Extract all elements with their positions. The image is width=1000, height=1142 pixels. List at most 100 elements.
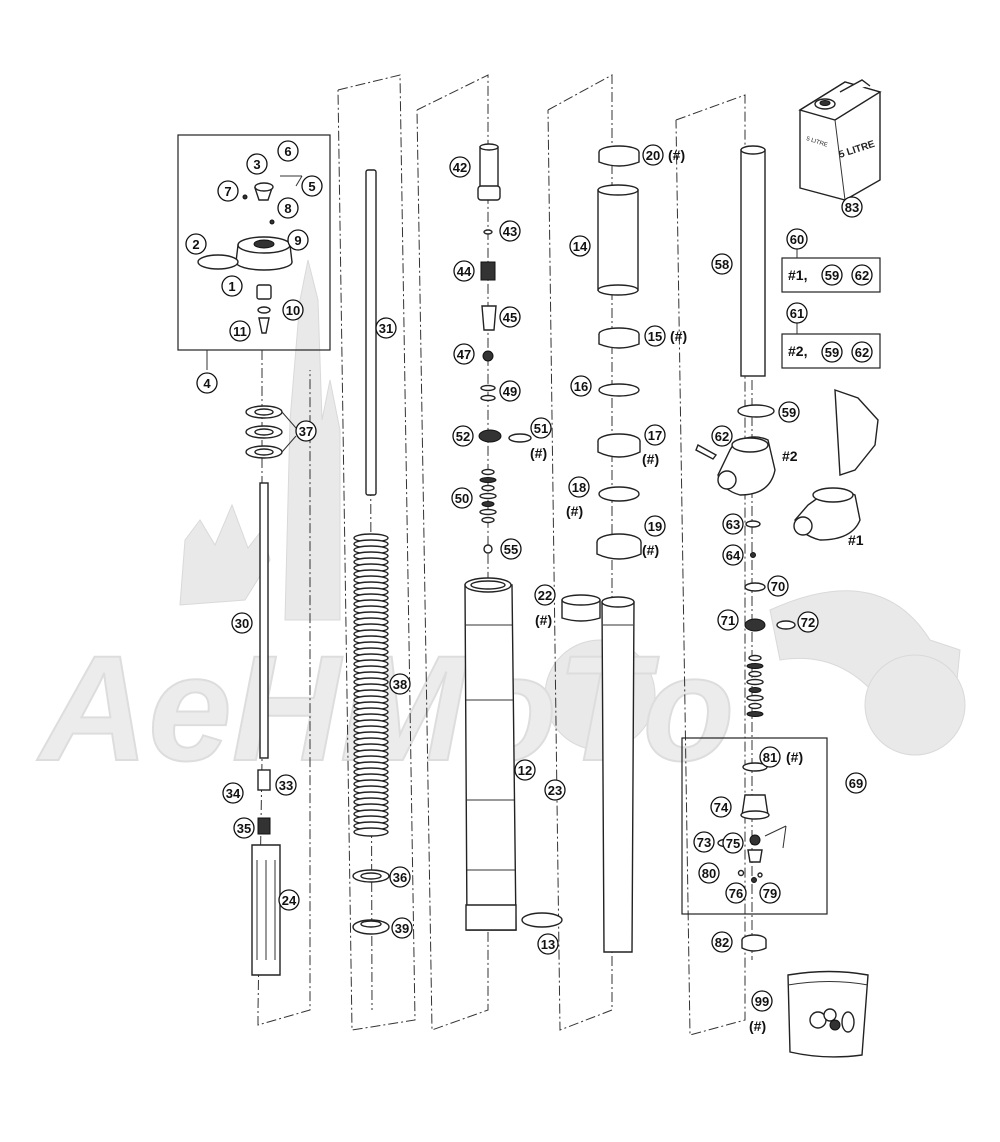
callout-circle xyxy=(453,260,475,282)
callout-59: 59 xyxy=(778,401,800,423)
note-label: (#) xyxy=(668,147,685,163)
callout-circle xyxy=(287,229,309,251)
note-label: (#) xyxy=(530,445,547,461)
shim xyxy=(479,508,497,516)
callout-number: 17 xyxy=(648,428,662,443)
callout-number: 24 xyxy=(282,893,297,908)
note-label: (#) xyxy=(786,749,803,765)
damper-rod-parts xyxy=(245,405,297,976)
callout-83: 83 xyxy=(841,196,863,218)
callout-circle xyxy=(711,931,733,953)
callout-1: 1 xyxy=(221,275,243,297)
seal-kit-bag xyxy=(787,970,869,1058)
callout-number: 18 xyxy=(572,480,586,495)
callout-36: 36 xyxy=(389,866,411,888)
callout-circle xyxy=(786,228,808,250)
callout-number: 33 xyxy=(279,778,293,793)
callout-circle xyxy=(233,817,255,839)
callout-number: 31 xyxy=(379,321,393,336)
callout-16: 16 xyxy=(570,375,592,397)
callout-circle xyxy=(229,320,251,342)
shim-stack-50-lower xyxy=(746,654,764,717)
callout-circle xyxy=(767,575,789,597)
callout-60: 60 xyxy=(786,228,808,250)
callout-number: 69 xyxy=(849,776,863,791)
callout-9: 9 xyxy=(287,229,309,251)
callout-number: 99 xyxy=(755,994,769,1009)
callout-circle xyxy=(389,866,411,888)
callout-number: 9 xyxy=(294,233,301,248)
callout-47: 47 xyxy=(453,343,475,365)
callout-circle xyxy=(499,220,521,242)
callout-15: 15 xyxy=(644,325,666,347)
callout-circle xyxy=(295,420,317,442)
callout-number: 38 xyxy=(393,677,407,692)
callout-circle xyxy=(537,933,559,955)
shim xyxy=(481,501,495,507)
note-label: (#) xyxy=(642,451,659,467)
callout-circle xyxy=(375,317,397,339)
callout-number: 63 xyxy=(726,517,740,532)
callout-13: 13 xyxy=(537,933,559,955)
callout-number: 47 xyxy=(457,347,471,362)
callout-number: 43 xyxy=(503,224,517,239)
callout-number: 20 xyxy=(646,148,660,163)
callout-6: 6 xyxy=(277,140,299,162)
callout-number: 73 xyxy=(697,835,711,850)
note-label: (#) xyxy=(670,328,687,344)
callout-5: 5 xyxy=(301,175,323,197)
callout-24: 24 xyxy=(278,889,300,911)
callout-number: 51 xyxy=(534,421,548,436)
callout-circle xyxy=(725,882,747,904)
callout-circle xyxy=(797,611,819,633)
callout-number: 81 xyxy=(763,750,777,765)
callout-number: 1 xyxy=(228,279,235,294)
callout-51: 51 xyxy=(530,417,552,439)
callout-circle xyxy=(530,417,552,439)
callout-circle xyxy=(759,882,781,904)
callout-number: 37 xyxy=(299,424,313,439)
spring-coil xyxy=(353,827,389,837)
callout-number: 19 xyxy=(648,519,662,534)
callout-circle xyxy=(568,476,590,498)
callout-number: 23 xyxy=(548,783,562,798)
callout-72: 72 xyxy=(797,611,819,633)
kit-box-60 xyxy=(781,257,881,293)
callout-circle xyxy=(722,832,744,854)
callout-circle xyxy=(499,306,521,328)
callout-number: 14 xyxy=(573,239,588,254)
callout-circle xyxy=(451,487,473,509)
callout-number: 2 xyxy=(192,237,199,252)
callout-12: 12 xyxy=(514,759,536,781)
callout-number: 59 xyxy=(825,345,839,360)
callout-number: 45 xyxy=(503,310,517,325)
callout-circle xyxy=(821,264,843,286)
callout-number: 55 xyxy=(504,542,518,557)
callout-circle xyxy=(282,299,304,321)
shim-stack-50 xyxy=(479,468,497,524)
callout-circle xyxy=(301,175,323,197)
spring-38 xyxy=(353,533,389,837)
callout-number: 22 xyxy=(538,588,552,603)
shim xyxy=(481,468,495,476)
callout-number: 75 xyxy=(726,836,740,851)
note-layer: (#)(#)(#)(#)(#)(#)(#)(#)(#)#2#1 xyxy=(530,147,864,1034)
callout-circle xyxy=(778,401,800,423)
callout-number: 70 xyxy=(771,579,785,594)
callout-17: 17 xyxy=(644,424,666,446)
callout-number: 5 xyxy=(308,179,315,194)
callout-circle xyxy=(642,144,664,166)
callout-4: 4 xyxy=(196,372,218,394)
callout-number: 34 xyxy=(226,786,241,801)
callout-49: 49 xyxy=(499,380,521,402)
callout-number: 12 xyxy=(518,763,532,778)
shim xyxy=(746,694,764,702)
callout-layer: 1234567891011121314151617181920222324303… xyxy=(185,140,867,1012)
callout-74: 74 xyxy=(710,796,732,818)
callout-99: 99 xyxy=(751,990,773,1012)
callout-circle xyxy=(759,746,781,768)
callout-64: 64 xyxy=(722,544,744,566)
base-valve-box xyxy=(681,737,828,915)
